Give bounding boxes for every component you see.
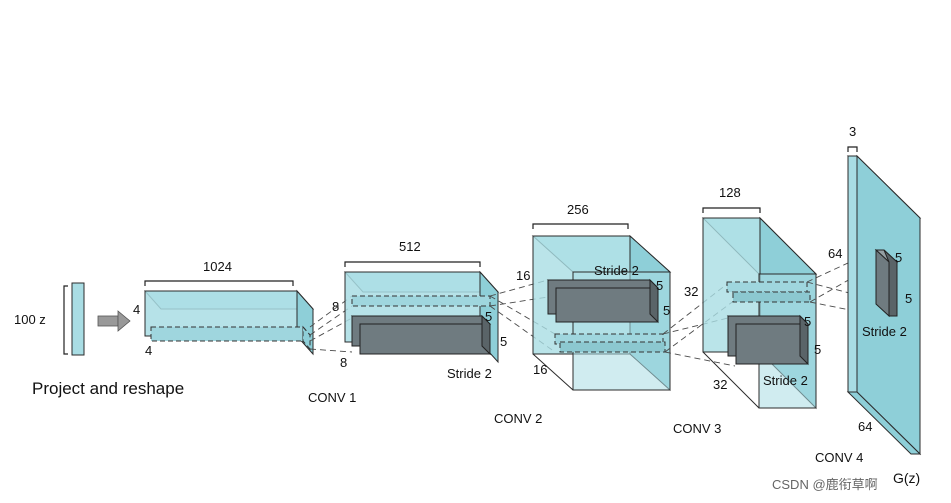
conv2-label: CONV 2 xyxy=(494,411,542,426)
conv2-depth: 512 xyxy=(399,239,421,254)
conv4-kernel-2: 5 xyxy=(814,342,821,357)
conv3-kernel-2: 5 xyxy=(663,303,670,318)
conv3-label: CONV 3 xyxy=(673,421,721,436)
input-label: 100 z xyxy=(14,312,46,327)
watermark: CSDN @鹿衔草啊 xyxy=(772,477,878,492)
conv4-w: 32 xyxy=(713,377,727,392)
conv4-label: CONV 4 xyxy=(815,450,863,465)
output-h: 64 xyxy=(828,246,842,261)
output-label: G(z) xyxy=(893,470,920,486)
conv4-h: 32 xyxy=(684,284,698,299)
project-reshape-caption: Project and reshape xyxy=(32,379,184,398)
conv4-block: 128 32 32 5 5 Stride 2 CONV 4 xyxy=(684,185,863,465)
conv4-stride: Stride 2 xyxy=(763,373,808,388)
output-stride: Stride 2 xyxy=(862,324,907,339)
conv3-stride: Stride 2 xyxy=(594,263,639,278)
conv3-kernel-1: 5 xyxy=(656,278,663,293)
conv2-h: 8 xyxy=(332,299,339,314)
conv3-block: 256 16 16 5 5 Stride 2 CONV 3 xyxy=(516,202,721,436)
conv1-label: CONV 1 xyxy=(308,390,356,405)
conv2-w: 8 xyxy=(340,355,347,370)
conv3-depth: 256 xyxy=(567,202,589,217)
conv4-kernel-1: 5 xyxy=(804,314,811,329)
conv3-w: 16 xyxy=(533,362,547,377)
conv2-block: 512 8 8 5 5 Stride 2 CONV 2 xyxy=(332,239,542,426)
output-block: 3 64 64 5 5 Stride 2 G(z) xyxy=(828,124,922,486)
output-kernel-1: 5 xyxy=(895,250,902,265)
output-depth: 3 xyxy=(849,124,856,139)
conv2-kernel-1: 5 xyxy=(485,309,492,324)
output-kernel-2: 5 xyxy=(905,291,912,306)
arrow-icon xyxy=(97,310,131,332)
conv3-h: 16 xyxy=(516,268,530,283)
conv2-stride: Stride 2 xyxy=(447,366,492,381)
conv1-depth: 1024 xyxy=(203,259,232,274)
conv4-depth: 128 xyxy=(719,185,741,200)
conv1-w: 4 xyxy=(145,343,152,358)
conv1-h: 4 xyxy=(133,302,140,317)
output-w: 64 xyxy=(858,419,872,434)
input-vector: 100 z Project and reshape xyxy=(14,282,184,398)
conv2-kernel-2: 5 xyxy=(500,334,507,349)
